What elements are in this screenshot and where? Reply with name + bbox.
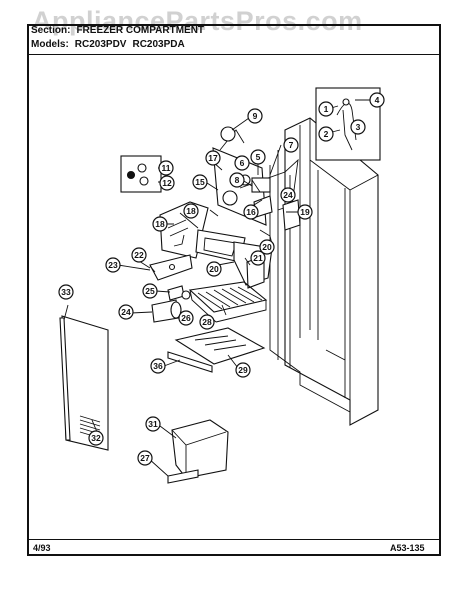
callout-23: 24: [118, 304, 134, 320]
svg-text:19: 19: [300, 207, 310, 217]
callout-28: 28: [199, 314, 215, 330]
callout-5: 5: [250, 149, 266, 165]
callout-16: 17: [205, 150, 221, 166]
bracket-hole: [168, 263, 176, 271]
callout-29: 29: [235, 362, 251, 378]
svg-text:32: 32: [91, 433, 101, 443]
svg-text:18: 18: [155, 219, 165, 229]
svg-text:9: 9: [253, 111, 258, 121]
freezer-cabinet: [269, 117, 379, 426]
svg-text:12: 12: [162, 178, 172, 188]
svg-text:29: 29: [238, 365, 248, 375]
ice-bin: [167, 419, 229, 484]
svg-text:23: 23: [108, 260, 118, 270]
callout-8: 8: [229, 172, 245, 188]
models-label: Models:: [31, 39, 69, 50]
callout-9: 9: [247, 108, 263, 124]
callout-7: 7: [283, 137, 299, 153]
svg-text:31: 31: [148, 419, 158, 429]
svg-text:18: 18: [186, 206, 196, 216]
callout-27: 27: [137, 450, 153, 466]
svg-text:7: 7: [289, 140, 294, 150]
callout-32: 32: [88, 430, 104, 446]
callout-18b: 20: [206, 261, 222, 277]
svg-text:5: 5: [256, 152, 261, 162]
svg-text:22: 22: [134, 250, 144, 260]
callout-22: 23: [105, 257, 121, 273]
svg-text:8: 8: [235, 175, 240, 185]
svg-text:6: 6: [240, 158, 245, 168]
section-line: Section: FREEZER COMPARTMENT: [31, 25, 210, 36]
part-callouts: 9 17 15 5 7 6 8 24 16 18 18 19 20 21 20 …: [58, 92, 385, 466]
switch-inset: [120, 155, 162, 193]
callout-6: 6: [234, 155, 250, 171]
callout-4: 4: [369, 92, 385, 108]
svg-text:21: 21: [253, 253, 263, 263]
model-1: RC203PDV: [74, 39, 127, 50]
header-divider: [27, 54, 441, 55]
svg-text:11: 11: [162, 163, 171, 173]
callout-20: 21: [250, 250, 266, 266]
svg-text:20: 20: [209, 264, 219, 274]
watermark: AppliancePartsPros.com: [32, 6, 363, 36]
callout-2: 2: [318, 126, 334, 142]
callout-33: 33: [58, 284, 74, 300]
svg-text:20: 20: [262, 242, 272, 252]
svg-text:24: 24: [283, 190, 293, 200]
callout-15: 18: [183, 203, 199, 219]
callout-1: 1: [318, 101, 334, 117]
callout-36: 36: [150, 358, 166, 374]
model-2: RC203PDA: [132, 39, 185, 50]
svg-text:33: 33: [61, 287, 71, 297]
svg-text:36: 36: [153, 361, 163, 371]
svg-text:16: 16: [246, 207, 256, 217]
callout-13: 15: [192, 174, 208, 190]
callout-12: 12: [159, 175, 175, 191]
side-bracket: [282, 199, 301, 231]
callout-26: 24: [280, 187, 296, 203]
callout-18a: 19: [297, 204, 313, 220]
callout-24: 25: [142, 283, 158, 299]
svg-text:15: 15: [195, 177, 205, 187]
callout-31: 31: [145, 416, 161, 432]
svg-text:26: 26: [181, 313, 191, 323]
glass-shelf: [167, 327, 266, 373]
callout-17: 18: [152, 216, 168, 232]
cover-trim: [59, 317, 71, 441]
callout-11: 11: [158, 160, 174, 176]
footer-date: 4/93: [33, 543, 51, 553]
wire-shelf: [188, 281, 268, 323]
svg-text:1: 1: [324, 104, 329, 114]
svg-text:24: 24: [121, 307, 131, 317]
footer-divider: [27, 539, 441, 540]
section-value: FREEZER COMPARTMENT: [76, 25, 205, 36]
svg-text:28: 28: [202, 317, 212, 327]
svg-text:4: 4: [375, 95, 380, 105]
callout-21: 22: [131, 247, 147, 263]
svg-text:25: 25: [145, 286, 155, 296]
svg-text:17: 17: [208, 153, 218, 163]
section-label: Section:: [31, 25, 71, 36]
models-line: Models: RC203PDV RC203PDA: [31, 39, 191, 50]
svg-text:2: 2: [324, 129, 329, 139]
callout-14: 16: [243, 204, 259, 220]
footer-code: A53-135: [390, 543, 425, 553]
shelf-support-parts: [151, 285, 191, 323]
svg-text:3: 3: [356, 122, 361, 132]
callout-3: 3: [350, 119, 366, 135]
callout-25: 26: [178, 310, 194, 326]
svg-text:27: 27: [140, 453, 150, 463]
diagram-frame: [27, 24, 441, 556]
callout-19: 20: [259, 239, 275, 255]
screw: [117, 264, 156, 273]
